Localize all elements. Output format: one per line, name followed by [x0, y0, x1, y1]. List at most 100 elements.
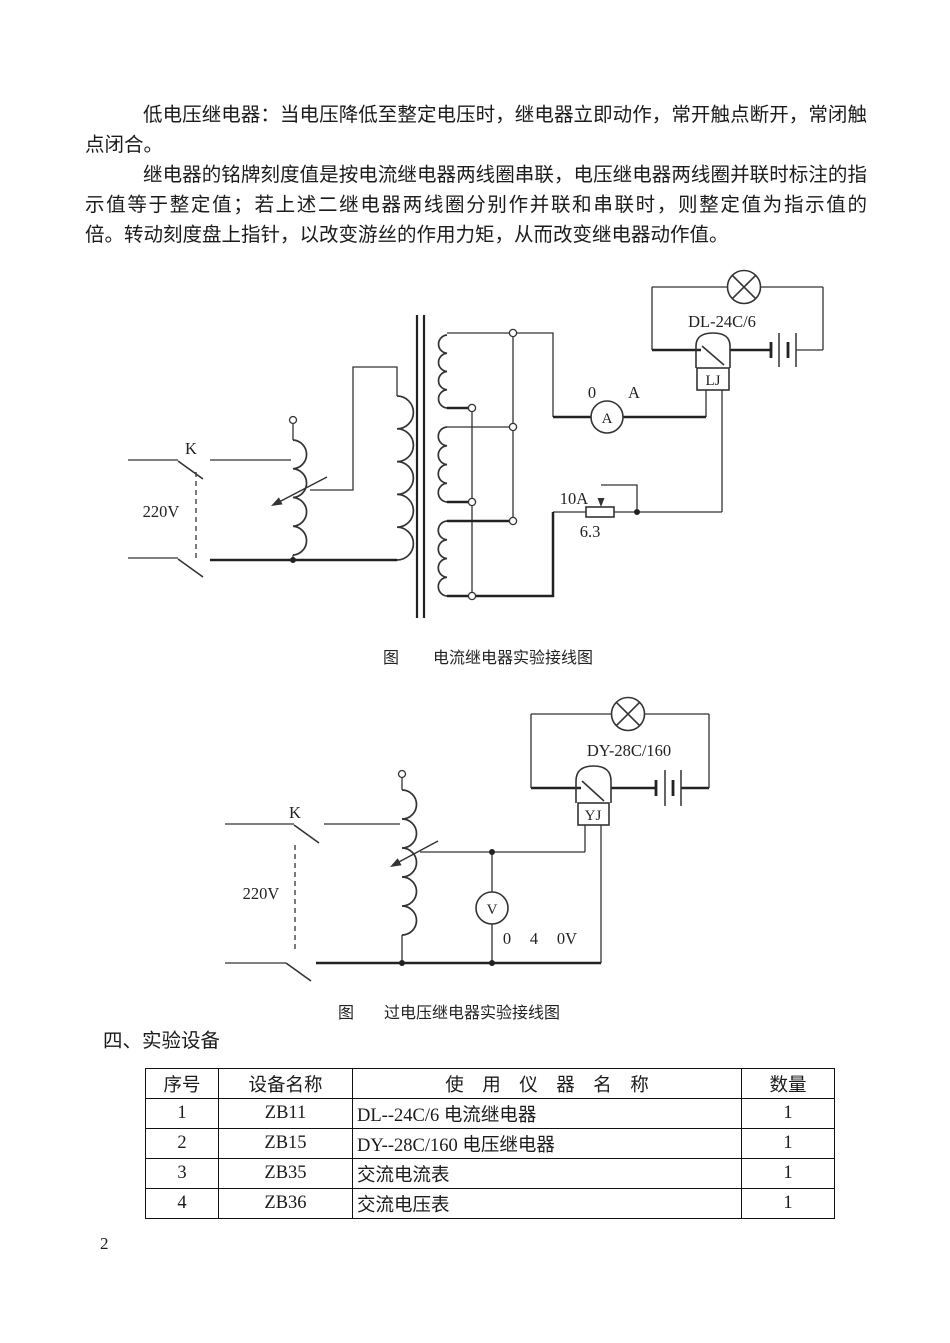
switch-k: K: [285, 803, 320, 982]
lamp-circle: [726, 269, 762, 305]
caption-gap: [399, 644, 433, 668]
rheostat-box: [585, 506, 615, 518]
switch-blade-bottom: [285, 962, 312, 982]
equipment-table: 序号 设备名称 使 用 仪 器 名 称 数量 1 ZB11 DL--24C/6 …: [145, 1068, 835, 1219]
secondary-terminal: [508, 422, 518, 432]
figure1-caption: 图 电流继电器实验接线图: [383, 644, 593, 668]
table-row: 1 ZB11 DL--24C/6 电流继电器 1: [145, 1098, 835, 1129]
cell-qty: 1: [741, 1188, 835, 1219]
relay-model-label: DY-28C/160: [587, 741, 671, 760]
junction-dot: [489, 960, 495, 966]
voltmeter-letter: V: [487, 902, 498, 918]
junction-dot: [634, 509, 640, 515]
ammeter: A 0 A: [588, 383, 640, 434]
relay-label: LJ: [706, 373, 721, 389]
figure2-circuit-diagram: K 220V V 0 4 0V YJ DY-28C/160: [225, 696, 710, 982]
cell-instrument: 交流电压表: [352, 1188, 742, 1219]
col-header-index: 序号: [145, 1068, 219, 1099]
page-number: 2: [100, 1234, 109, 1253]
junction-dot: [489, 849, 495, 855]
relay-lj: LJ DL-24C/6: [688, 312, 756, 391]
junction-dot: [290, 557, 296, 563]
figure2-caption-text: 过电压继电器实验接线图: [384, 1005, 561, 1022]
transformer: [396, 315, 518, 618]
cell-index: 2: [145, 1128, 219, 1159]
figure1-circuit-diagram: K 220V A 0: [128, 269, 824, 618]
col-header-device: 设备名称: [218, 1068, 353, 1099]
lamp-icon: [610, 696, 646, 732]
variac-wiper-arrow-line: [396, 840, 439, 864]
voltmeter-range-0v: 0V: [557, 929, 577, 948]
variac-wiper-arrowhead: [271, 497, 283, 506]
ammeter-letter: A: [602, 411, 613, 427]
battery-icon: [769, 333, 797, 367]
source-voltage-label: 220V: [143, 502, 180, 521]
relay-label: YJ: [585, 808, 602, 824]
cell-instrument: 交流电流表: [352, 1158, 742, 1189]
wires-thick: [210, 348, 771, 598]
lamp-cross: [731, 274, 757, 300]
cell-instrument: DY--28C/160 电压继电器: [352, 1128, 742, 1159]
transformer-core: [415, 315, 426, 618]
relay-label-box: [696, 367, 730, 391]
variac-coil: [292, 439, 308, 556]
switch-blade-top: [293, 824, 320, 844]
variac-top-terminal: [288, 415, 298, 425]
relay-body-arch: [695, 332, 731, 368]
figure2-caption: 图 过电压继电器实验接线图: [338, 999, 560, 1023]
wires-thick: [316, 786, 709, 965]
rheostat: 10A 6.3: [560, 489, 640, 541]
switch-k: K: [177, 439, 204, 578]
rheostat-rating-label: 10A: [560, 489, 589, 508]
col-header-qty: 数量: [741, 1068, 835, 1099]
voltmeter-range-0: 0: [503, 929, 511, 948]
switch-blade-top: [177, 460, 204, 480]
junction-dot: [399, 960, 405, 966]
table-row: 4 ZB36 交流电压表 1: [145, 1188, 835, 1219]
cell-qty: 1: [741, 1158, 835, 1189]
variac-top-terminal: [397, 769, 407, 779]
cell-instrument: DL--24C/6 电流继电器: [352, 1098, 742, 1129]
source-voltage-label: 220V: [243, 884, 280, 903]
transformer-secondary-coil-3: [437, 520, 448, 597]
ammeter-range-zero: 0: [588, 383, 596, 402]
variac-wiper-arrowhead: [390, 858, 402, 867]
battery-icon: [654, 770, 682, 806]
variac-wiper-arrow-line: [278, 476, 328, 503]
relay-model-label: DL-24C/6: [688, 312, 756, 331]
figure1-caption-prefix: 图: [383, 650, 400, 667]
cell-index: 4: [145, 1188, 219, 1219]
transformer-secondary-coil-2: [437, 426, 448, 503]
table-row: 3 ZB35 交流电流表 1: [145, 1158, 835, 1189]
section-heading-equipment: 四、实验设备: [103, 1031, 221, 1052]
cell-device: ZB36: [218, 1188, 353, 1219]
cell-index: 3: [145, 1158, 219, 1189]
lamp-icon: [726, 269, 762, 305]
cell-device: ZB35: [218, 1158, 353, 1189]
voltmeter-range-4: 4: [530, 929, 538, 948]
variac-coil: [401, 789, 418, 936]
secondary-terminal: [467, 591, 477, 601]
switch-label: K: [289, 803, 301, 822]
cell-qty: 1: [741, 1098, 835, 1129]
col-header-instrument: 使 用 仪 器 名 称: [352, 1068, 742, 1099]
table-row: 2 ZB15 DY--28C/160 电压继电器 1: [145, 1128, 835, 1159]
relay-yj: YJ DY-28C/160: [575, 741, 671, 826]
caption-gap: [354, 999, 384, 1023]
rheostat-arrowhead: [597, 498, 605, 507]
table-header-row: 序号 设备名称 使 用 仪 器 名 称 数量: [145, 1068, 835, 1099]
lamp-circle: [610, 696, 646, 732]
body-text: 低电压继电器：当电压降低至整定电压时，继电器立即动作，常开触点断开，常闭触点闭合…: [85, 101, 906, 251]
cell-device: ZB15: [218, 1128, 353, 1159]
cell-device: ZB11: [218, 1098, 353, 1129]
secondary-terminal: [508, 516, 518, 526]
cell-index: 1: [145, 1098, 219, 1129]
relay-contact-diagonal: [581, 780, 605, 802]
secondary-terminal: [467, 403, 477, 413]
ammeter-circle: [590, 400, 624, 434]
figure2-caption-prefix: 图: [338, 1005, 355, 1022]
wires-thin: [225, 713, 710, 964]
rheostat-value-label: 6.3: [580, 522, 601, 541]
relay-contact-diagonal: [701, 345, 725, 366]
